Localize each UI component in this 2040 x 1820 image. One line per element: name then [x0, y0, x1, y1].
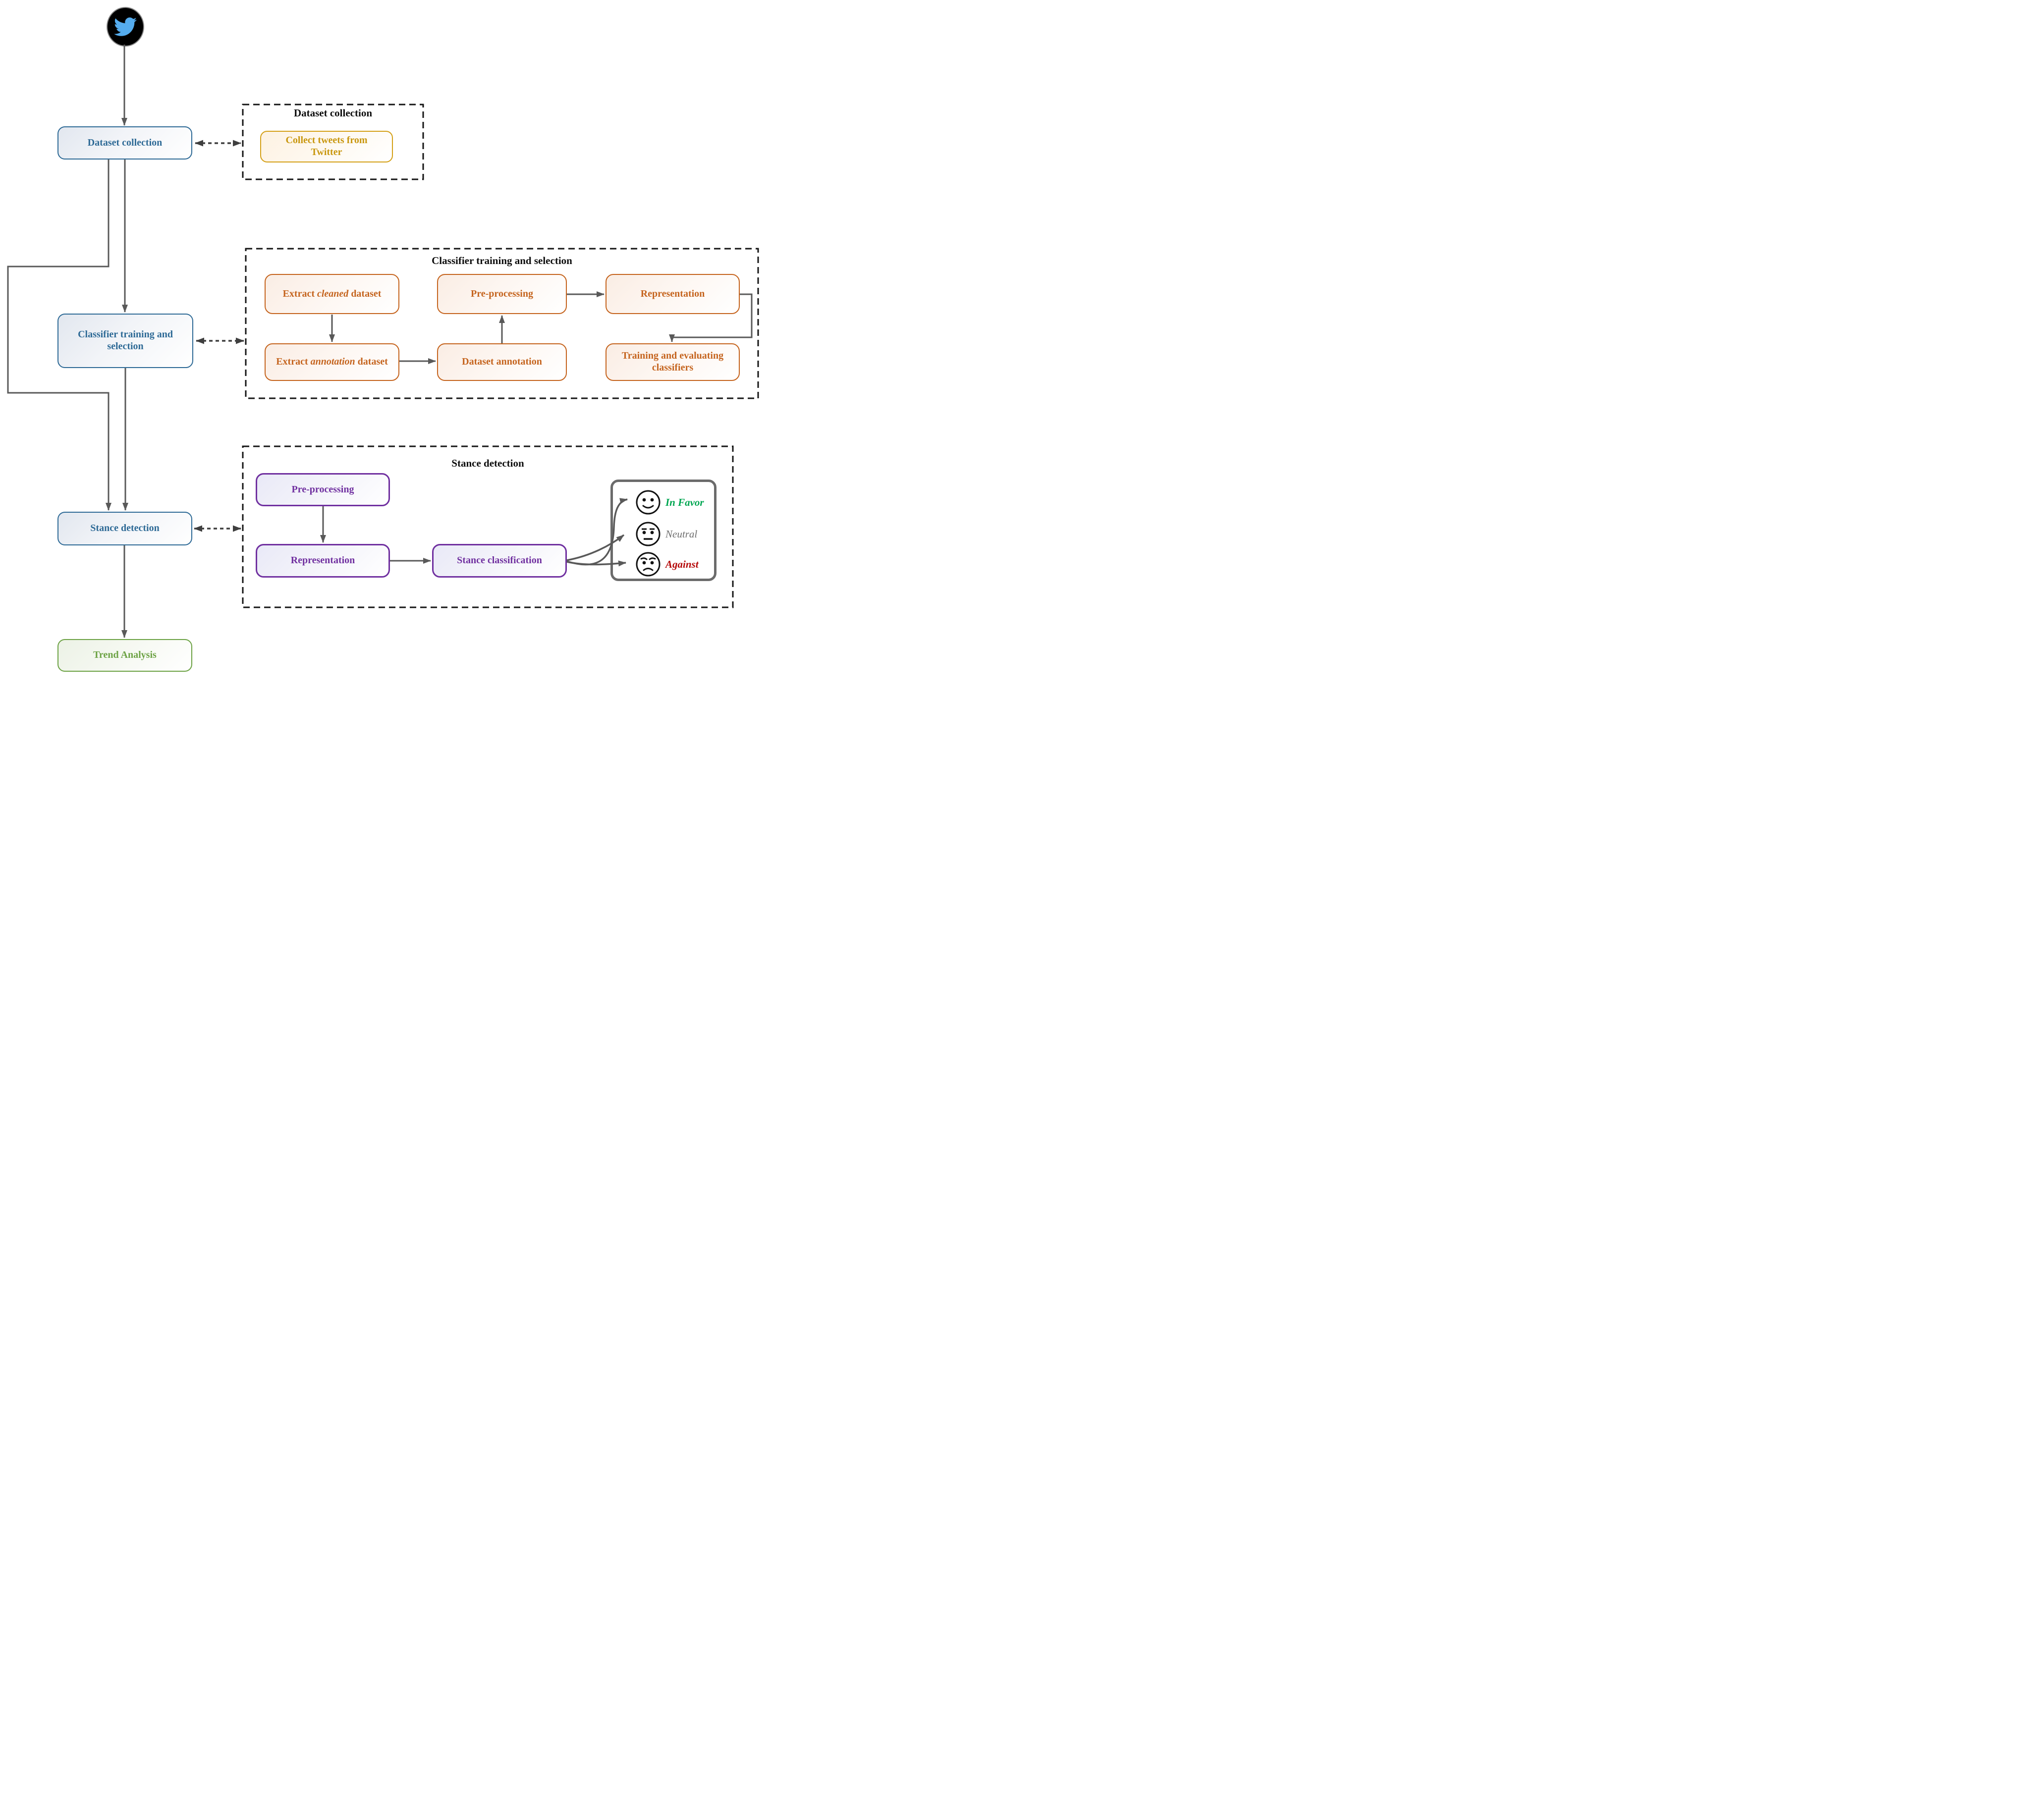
angry-face-icon: [636, 552, 661, 577]
preprocessing-box-classifier: Pre-processing: [437, 274, 567, 314]
extract-annotation-box: Extract annotation dataset: [265, 343, 399, 381]
extract-annotation-post: dataset: [355, 356, 388, 368]
outcome-label-against: Against: [665, 558, 699, 570]
extract-cleaned-em: cleaned: [317, 288, 349, 299]
outcome-label-in-favor: In Favor: [665, 496, 704, 508]
dataset-annotation-box: Dataset annotation: [437, 343, 567, 381]
representation-box-stance: Representation: [256, 544, 390, 578]
preprocessing-box-stance: Pre-processing: [256, 473, 390, 506]
twitter-bird-icon: [114, 17, 137, 36]
representation-box-classifier: Representation: [606, 274, 740, 314]
extract-cleaned-post: dataset: [348, 288, 382, 299]
twitter-icon: [107, 7, 144, 47]
training-evaluating-box: Training and evaluating classifiers: [606, 343, 740, 381]
stage-trend-analysis: Trend Analysis: [57, 639, 192, 672]
extract-cleaned-pre: Extract: [282, 288, 317, 299]
stage-classifier-training: Classifier training and selection: [57, 314, 193, 368]
stance-outcomes-panel: In Favor Neutral Against: [610, 480, 717, 581]
outcome-row-in-favor: In Favor: [635, 489, 704, 515]
outcome-row-against: Against: [635, 551, 699, 577]
flowchart-canvas: Dataset collection Classifier training a…: [0, 0, 765, 683]
stage-dataset-collection: Dataset collection: [57, 126, 192, 160]
outcome-row-neutral: Neutral: [635, 521, 697, 547]
smiley-face-icon: [636, 490, 661, 515]
neutral-face-icon: [636, 522, 661, 546]
dataset-group-title: Dataset collection: [293, 107, 373, 119]
stage-stance-detection: Stance detection: [57, 512, 192, 545]
stance-group-title: Stance detection: [451, 457, 524, 469]
classifier-group-title: Classifier training and selection: [432, 255, 572, 267]
extract-annotation-em: annotation: [310, 356, 355, 368]
stance-classification-box: Stance classification: [432, 544, 567, 578]
extract-annotation-pre: Extract: [276, 356, 311, 368]
outcome-label-neutral: Neutral: [665, 528, 698, 540]
collect-tweets-box: Collect tweets from Twitter: [260, 131, 393, 162]
extract-cleaned-box: Extract cleaned dataset: [265, 274, 399, 314]
